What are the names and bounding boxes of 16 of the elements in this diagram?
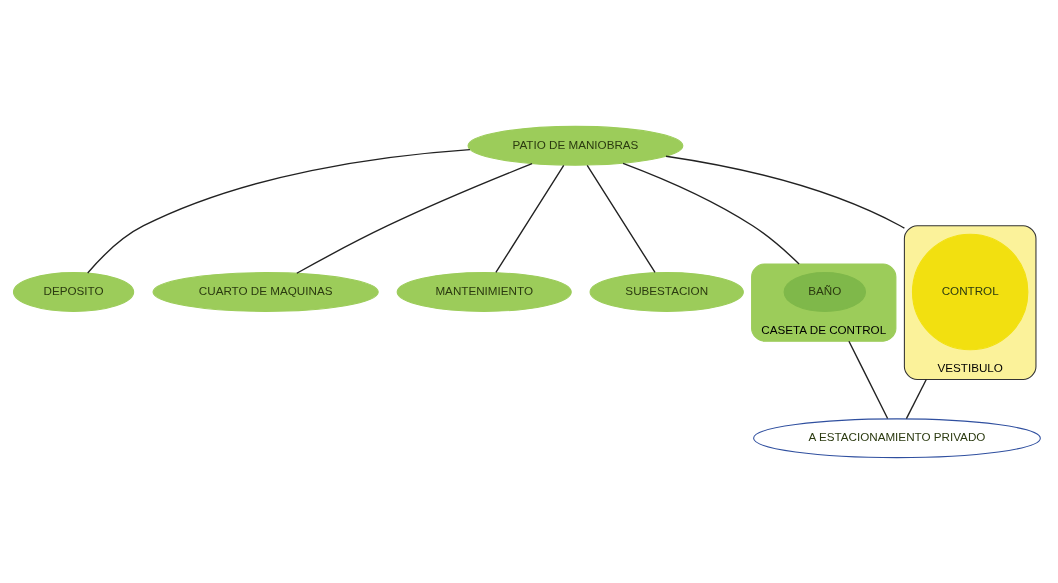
connector	[296, 162, 533, 274]
node-ellipse: BAÑO	[783, 271, 867, 312]
node-ellipse: CUARTO DE MAQUINAS	[152, 271, 379, 312]
node-ellipse: A ESTACIONAMIENTO PRIVADO	[753, 417, 1041, 458]
connector	[622, 162, 800, 265]
connector	[87, 148, 471, 274]
connector	[905, 378, 927, 419]
node-ellipse: PATIO DE MANIOBRAS	[467, 125, 684, 166]
connector	[495, 164, 565, 273]
connector	[665, 155, 906, 229]
node-ellipse: DEPOSITO	[12, 271, 135, 312]
connector	[586, 164, 656, 273]
node-ellipse: SUBESTACION	[589, 271, 744, 312]
node-circle: CONTROL	[911, 233, 1029, 350]
node-ellipse: MANTENIMIENTO	[396, 271, 572, 312]
connector	[848, 340, 889, 419]
